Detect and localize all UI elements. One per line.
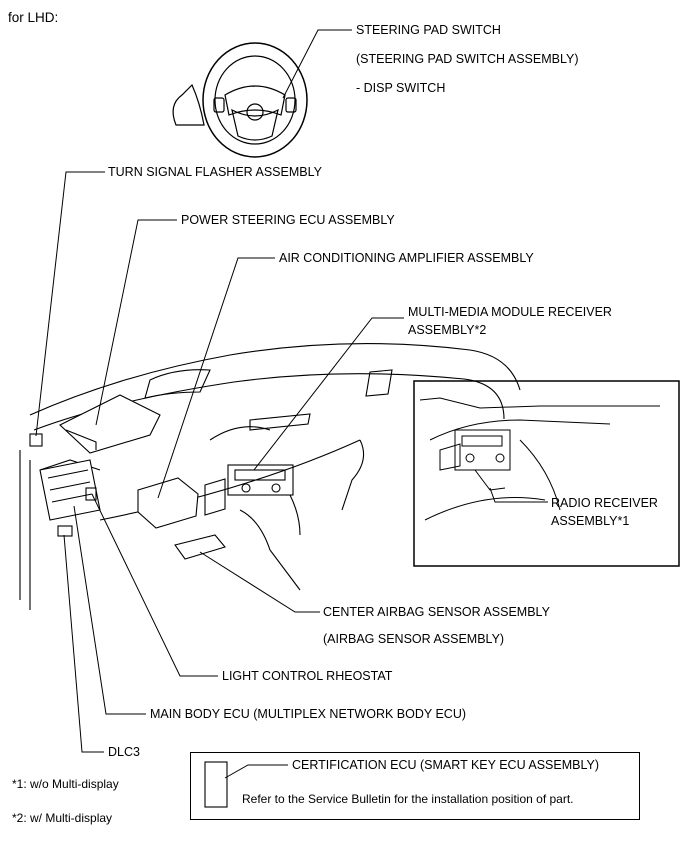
label-center-airbag-sensor: CENTER AIRBAG SENSOR ASSEMBLY xyxy=(323,605,550,619)
label-refer-service-bulletin: Refer to the Service Bulletin for the in… xyxy=(242,792,574,806)
label-radio-receiver-assembly: ASSEMBLY*1 xyxy=(551,514,630,528)
label-certification-ecu: CERTIFICATION ECU (SMART KEY ECU ASSEMBL… xyxy=(292,758,600,772)
label-main-body-ecu: MAIN BODY ECU (MULTIPLEX NETWORK BODY EC… xyxy=(150,707,467,721)
label-steering-pad-switch: STEERING PAD SWITCH xyxy=(356,23,501,37)
label-airbag-sensor-assembly: (AIRBAG SENSOR ASSEMBLY) xyxy=(323,632,505,646)
label-dlc3: DLC3 xyxy=(108,745,140,759)
certification-ecu-box xyxy=(190,752,640,820)
label-light-control-rheostat: LIGHT CONTROL RHEOSTAT xyxy=(222,669,393,683)
label-power-steering-ecu: POWER STEERING ECU ASSEMBLY xyxy=(181,213,395,227)
dashboard-illustration xyxy=(19,343,521,808)
header-for-lhd: for LHD: xyxy=(8,10,59,25)
label-multimedia-receiver-assembly: ASSEMBLY*2 xyxy=(408,323,487,337)
label-disp-switch: - DISP SWITCH xyxy=(356,81,446,95)
steering-wheel-illustration xyxy=(172,42,308,158)
footnote-1: *1: w/o Multi-display xyxy=(12,777,119,791)
radio-inset-frame xyxy=(413,380,680,567)
footnote-2: *2: w/ Multi-display xyxy=(12,811,113,825)
label-steering-pad-switch-assembly: (STEERING PAD SWITCH ASSEMBLY) xyxy=(356,52,579,66)
label-multimedia-receiver: MULTI-MEDIA MODULE RECEIVER xyxy=(408,305,612,319)
leader-lines xyxy=(35,29,548,779)
label-air-conditioning-amplifier: AIR CONDITIONING AMPLIFIER ASSEMBLY xyxy=(279,251,534,265)
label-turn-signal-flasher: TURN SIGNAL FLASHER ASSEMBLY xyxy=(108,165,322,179)
label-radio-receiver: RADIO RECEIVER xyxy=(551,496,658,510)
radio-inset-illustration xyxy=(419,397,660,521)
